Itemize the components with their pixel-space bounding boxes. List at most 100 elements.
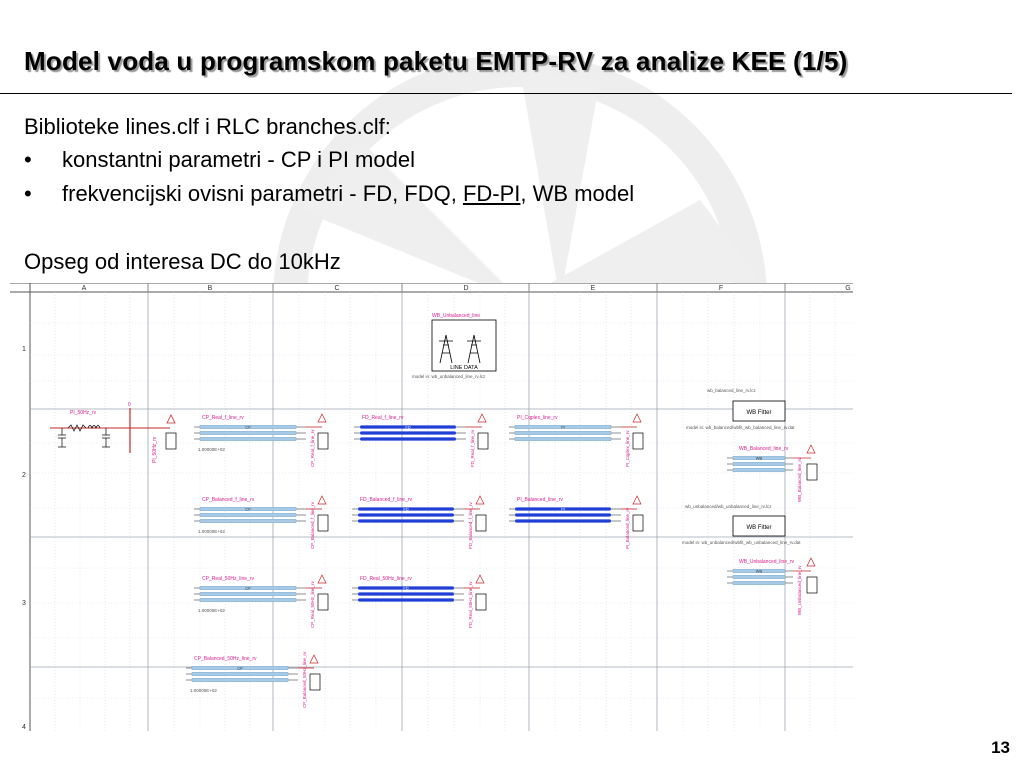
bullet-frequency-params: frekvencijski ovisni parametri - FD, FDQ… xyxy=(62,181,634,207)
column-header-c: C xyxy=(334,285,339,292)
phase-conductor xyxy=(360,437,456,441)
probe-icon xyxy=(806,557,816,567)
line-data-block[interactable]: WB_Unbalanced_line LINE DATA model in: w… xyxy=(412,313,497,379)
load-label: PI_Cqplex_line_rv xyxy=(625,430,630,467)
column-header-a: A xyxy=(82,285,87,292)
phase-conductor xyxy=(358,519,454,523)
phase-conductor xyxy=(358,598,454,602)
column-header-g: G xyxy=(845,285,850,292)
line-block-value: 1.00000E+02 xyxy=(198,447,225,452)
source-node: 0 xyxy=(128,402,131,408)
probe-icon xyxy=(806,444,816,454)
row-header-2: 2 xyxy=(22,472,26,479)
fd-pi-link[interactable]: FD-PI xyxy=(462,181,521,206)
column-header-b: B xyxy=(208,285,213,292)
intro-text: Biblioteke lines.clf i RLC branches.clf: xyxy=(24,114,391,139)
bullet-text-after: , WB model xyxy=(520,181,635,206)
phase-conductor xyxy=(358,592,454,596)
load-label: FD_Real_50Hz_line_rv xyxy=(468,581,473,628)
line-block-name: FD_Real_f_line_rv xyxy=(362,415,404,421)
line-data-name: WB_Unbalanced_line xyxy=(432,313,480,319)
load-box xyxy=(317,593,329,611)
load-label: WB_Unbalanced_line_rv xyxy=(797,565,802,615)
phase-conductor xyxy=(514,430,612,435)
load-box xyxy=(475,514,487,532)
phase-conductor xyxy=(199,598,297,603)
line-block-name: CP_Balanced_50Hz_line_rv xyxy=(194,656,257,662)
phase-conductor xyxy=(515,513,611,517)
phase-conductor xyxy=(514,436,612,441)
line-block-name: PI_Cqplex_line_rv xyxy=(517,415,558,421)
emtp-schematic[interactable]: A B C D E F G 1 2 3 4 WB_Unbalanced_line xyxy=(10,283,853,731)
probe-icon xyxy=(309,654,319,664)
load-box xyxy=(475,593,487,611)
line-block-name: CP_Balanced_f_line_rv xyxy=(202,497,255,503)
source-vert-label: PI_50Hz_rv xyxy=(152,436,158,463)
phase-conductor xyxy=(358,507,454,511)
wb-fitter-unbalanced[interactable]: wb_unbalanced/wb_unbalanced_line_rv.lcz … xyxy=(682,504,801,545)
load-label: CP_Balanced_f_line_rv xyxy=(310,501,315,549)
bullet-constant-params: konstantni parametri - CP i PI model xyxy=(62,147,415,172)
wb-fitter-label: WB Fitter xyxy=(747,525,772,531)
phase-conductor xyxy=(515,507,611,511)
probe-icon xyxy=(632,413,642,423)
row-header-1: 1 xyxy=(22,346,26,353)
load-box xyxy=(806,463,818,481)
phase-conductor xyxy=(191,678,289,683)
transmission-tower-icon xyxy=(439,334,481,364)
line-block-type: FD xyxy=(403,586,408,591)
wb-fitter-top: wb_balanced_line_rv.lcz xyxy=(707,388,756,393)
column-header-f: F xyxy=(719,285,723,292)
load-box xyxy=(317,432,329,450)
phase-conductor xyxy=(732,575,786,580)
phase-conductor xyxy=(360,431,456,435)
page-number: 13 xyxy=(991,738,1010,757)
line-block-type: CP xyxy=(245,586,251,591)
wb-line-type: WB xyxy=(756,569,763,574)
line-block-type: CP xyxy=(245,507,251,512)
load-box xyxy=(309,673,321,691)
load-box xyxy=(317,514,329,532)
line-block-type: FD xyxy=(403,507,408,512)
pi-source-circuit[interactable]: PI_50Hz_rv 0 PI_50Hz_rv xyxy=(50,402,177,463)
load-label: CP_Balanced_50Hz_line_rv xyxy=(302,651,307,708)
probe-icon xyxy=(317,574,327,584)
slide-title: Model voda u programskom paketu EMTP-RV … xyxy=(24,46,848,76)
probe-icon xyxy=(477,413,487,423)
bullet-mark: • xyxy=(24,147,32,172)
wb-fitter-bottom: model in: wb_unbalanced/wbfit_wb_unbalan… xyxy=(682,540,801,545)
line-block-name: FD_Real_50Hz_line_rv xyxy=(360,576,412,582)
probe-icon xyxy=(632,495,642,505)
row-header-3: 3 xyxy=(22,600,26,607)
phase-conductor xyxy=(199,512,297,517)
wb-fitter-balanced[interactable]: wb_balanced_line_rv.lcz WB Fitter model … xyxy=(686,388,795,430)
load-box xyxy=(632,514,644,532)
frequency-range-text: Opseg od interesa DC do 10kHz xyxy=(24,249,341,274)
phase-conductor xyxy=(360,425,456,429)
phase-conductor xyxy=(199,436,297,441)
phase-conductor xyxy=(732,467,786,472)
load-label: WB_Balanced_line_rv xyxy=(797,457,802,502)
wb-fitter-bottom: model in: wb_balanced/wbfit_wb_balanced_… xyxy=(686,425,795,430)
line-block-name: CP_Real_f_line_rv xyxy=(202,415,244,421)
line-data-label: LINE DATA xyxy=(450,365,478,371)
wb-line-name: WB_Unbalanced_line_rv xyxy=(739,559,795,565)
line-block-type: PI xyxy=(561,507,565,512)
wb-fitter-label: WB Fitter xyxy=(747,410,772,416)
load-label: FD_Balanced_f_line_rv xyxy=(468,501,473,549)
phase-conductor xyxy=(199,592,297,597)
probe-icon xyxy=(475,574,485,584)
load-box xyxy=(632,432,644,450)
